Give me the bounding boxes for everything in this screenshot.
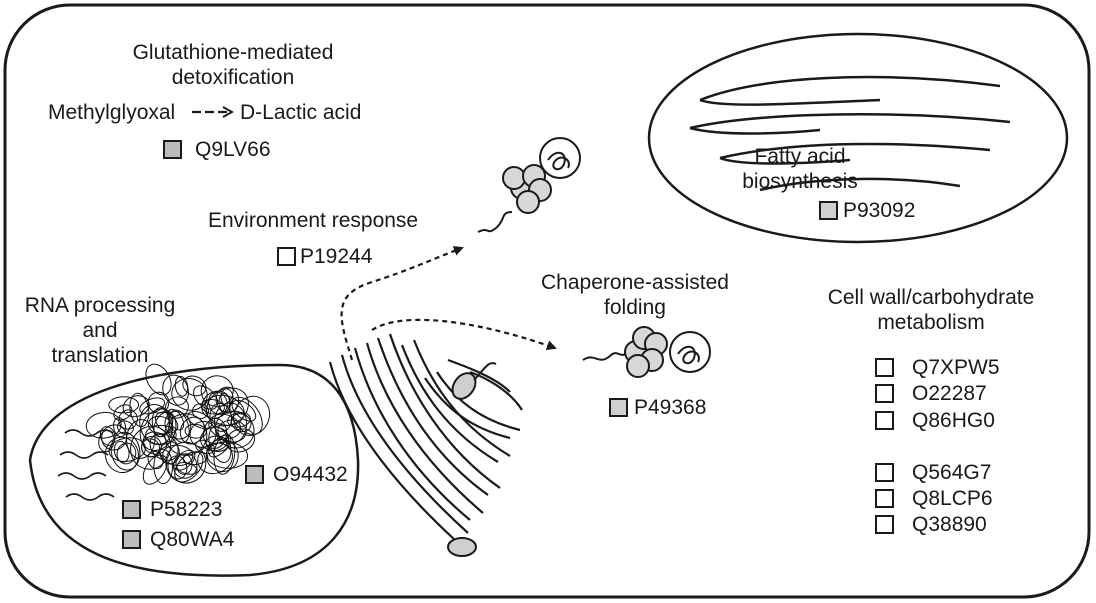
chromatin-loop bbox=[162, 374, 189, 406]
cell-wall-title: Cell wall/carbohydrate metabolism bbox=[815, 285, 1047, 335]
protein-marker-p19244 bbox=[277, 247, 296, 266]
product-label: D-Lactic acid bbox=[240, 101, 362, 124]
protein-label-q38890: Q38890 bbox=[912, 513, 987, 536]
protein-marker-p49368 bbox=[609, 398, 628, 417]
environment-title: Environment response bbox=[208, 209, 419, 232]
chromatin-loop bbox=[231, 399, 257, 422]
chromatin-loop bbox=[220, 388, 234, 407]
chromatin-loop bbox=[227, 412, 251, 428]
protein-label-o94432: O94432 bbox=[273, 463, 348, 486]
protein-label-p58223: P58223 bbox=[150, 498, 223, 521]
chromatin-loop bbox=[153, 448, 173, 485]
chromatin-loop bbox=[110, 431, 141, 471]
endoplasmic-reticulum bbox=[328, 333, 523, 541]
rna-title-line3: translation bbox=[51, 344, 149, 367]
protein-marker-q9lv66 bbox=[163, 140, 182, 159]
chromatin bbox=[85, 363, 271, 485]
protein-marker-q7xpw5 bbox=[875, 358, 894, 377]
chromatin-loop bbox=[142, 454, 168, 485]
chromatin-loop bbox=[130, 425, 172, 470]
chromatin-loop bbox=[182, 375, 207, 397]
nucleus bbox=[28, 363, 360, 577]
chromatin-loop bbox=[104, 436, 139, 474]
chromatin-loop bbox=[85, 411, 122, 439]
chromatin-loop bbox=[118, 409, 138, 430]
protein-label-p93092: P93092 bbox=[843, 199, 916, 222]
protein-label-p19244: P19244 bbox=[300, 245, 373, 268]
fatty-acid-title: Fatty acid biosynthesis bbox=[725, 144, 875, 194]
chromatin-loop bbox=[129, 392, 150, 428]
chromatin-loop bbox=[113, 404, 133, 421]
chromatin-loop bbox=[159, 441, 180, 465]
protein-marker-o94432 bbox=[245, 465, 264, 484]
chromatin-loop bbox=[167, 408, 185, 431]
cell-membrane bbox=[3, 3, 1091, 599]
chromatin-loop bbox=[108, 396, 140, 414]
cell-wall-title-line2: metabolism bbox=[877, 311, 985, 334]
chloroplast bbox=[647, 32, 1069, 244]
chromatin-loop bbox=[122, 395, 150, 418]
chromatin-loop bbox=[164, 410, 192, 440]
chromatin-loop bbox=[116, 442, 137, 465]
arrow-to-chaperone bbox=[371, 318, 557, 351]
glutathione-title-line2: detoxification bbox=[171, 66, 295, 89]
cell-wall-title-line1: Cell wall/carbohydrate bbox=[827, 286, 1035, 309]
ribosome-group bbox=[447, 362, 497, 557]
reactant-label: Methylglyoxal bbox=[48, 101, 176, 124]
chromatin-loop bbox=[116, 420, 134, 435]
protein-marker-q80wa4 bbox=[122, 530, 141, 549]
chromatin-loop bbox=[174, 451, 204, 483]
rna-title: RNA processing and translation bbox=[10, 293, 190, 368]
protein-marker-p93092 bbox=[819, 201, 838, 220]
chromatin-loop bbox=[165, 441, 207, 484]
chromatin-loop bbox=[205, 435, 229, 452]
chromatin-loop bbox=[208, 426, 232, 463]
chromatin-loop bbox=[195, 439, 215, 455]
chromatin-loop bbox=[99, 426, 116, 446]
chromatin-loop bbox=[215, 386, 240, 414]
chromatin-loop bbox=[184, 423, 207, 439]
chaperone-complex-lower bbox=[582, 326, 711, 378]
glutathione-title-line1: Glutathione-mediated bbox=[132, 41, 334, 64]
protein-marker-q8lcp6 bbox=[875, 489, 894, 508]
protein-marker-q564g7 bbox=[875, 463, 894, 482]
protein-label-q564g7: Q564G7 bbox=[912, 461, 992, 484]
fatty-acid-title-line2: biosynthesis bbox=[742, 170, 858, 193]
protein-label-o22287: O22287 bbox=[912, 382, 987, 405]
chromatin-loop bbox=[218, 393, 231, 413]
glutathione-title: Glutathione-mediated detoxification bbox=[98, 40, 368, 90]
protein-label-p49368: P49368 bbox=[634, 396, 707, 419]
chromatin-loop bbox=[200, 375, 234, 407]
chromatin-loop bbox=[145, 363, 172, 396]
protein-label-q7xpw5: Q7XPW5 bbox=[912, 356, 1000, 379]
protein-marker-q86hg0 bbox=[875, 411, 894, 430]
chaperone-title-line2: folding bbox=[604, 296, 666, 319]
chromatin-loop bbox=[187, 411, 213, 429]
protein-marker-p58223 bbox=[122, 500, 141, 519]
chaperone-title: Chaperone-assisted folding bbox=[520, 270, 750, 320]
protein-label-q80wa4: Q80WA4 bbox=[150, 528, 235, 551]
rna-title-line2: and bbox=[82, 319, 118, 342]
chromatin-loop bbox=[229, 396, 263, 436]
chaperone-title-line1: Chaperone-assisted bbox=[541, 271, 729, 294]
chromatin-loop bbox=[171, 378, 208, 411]
protein-marker-o22287 bbox=[875, 384, 894, 403]
fatty-acid-title-line1: Fatty acid bbox=[754, 145, 846, 168]
protein-marker-q38890 bbox=[875, 515, 894, 534]
protein-label-q9lv66: Q9LV66 bbox=[195, 138, 271, 161]
chromatin-loop bbox=[167, 455, 188, 480]
chromatin-loop bbox=[145, 424, 177, 445]
protein-label-q86hg0: Q86HG0 bbox=[912, 409, 995, 432]
chaperone-complex-upper bbox=[477, 137, 581, 233]
mrna-strands bbox=[57, 429, 115, 501]
chromatin-loop bbox=[201, 399, 225, 415]
protein-label-q8lcp6: Q8LCP6 bbox=[912, 487, 993, 510]
rna-title-line1: RNA processing bbox=[24, 294, 176, 317]
arrow-to-environment bbox=[340, 246, 464, 361]
chromatin-loop bbox=[217, 419, 247, 443]
